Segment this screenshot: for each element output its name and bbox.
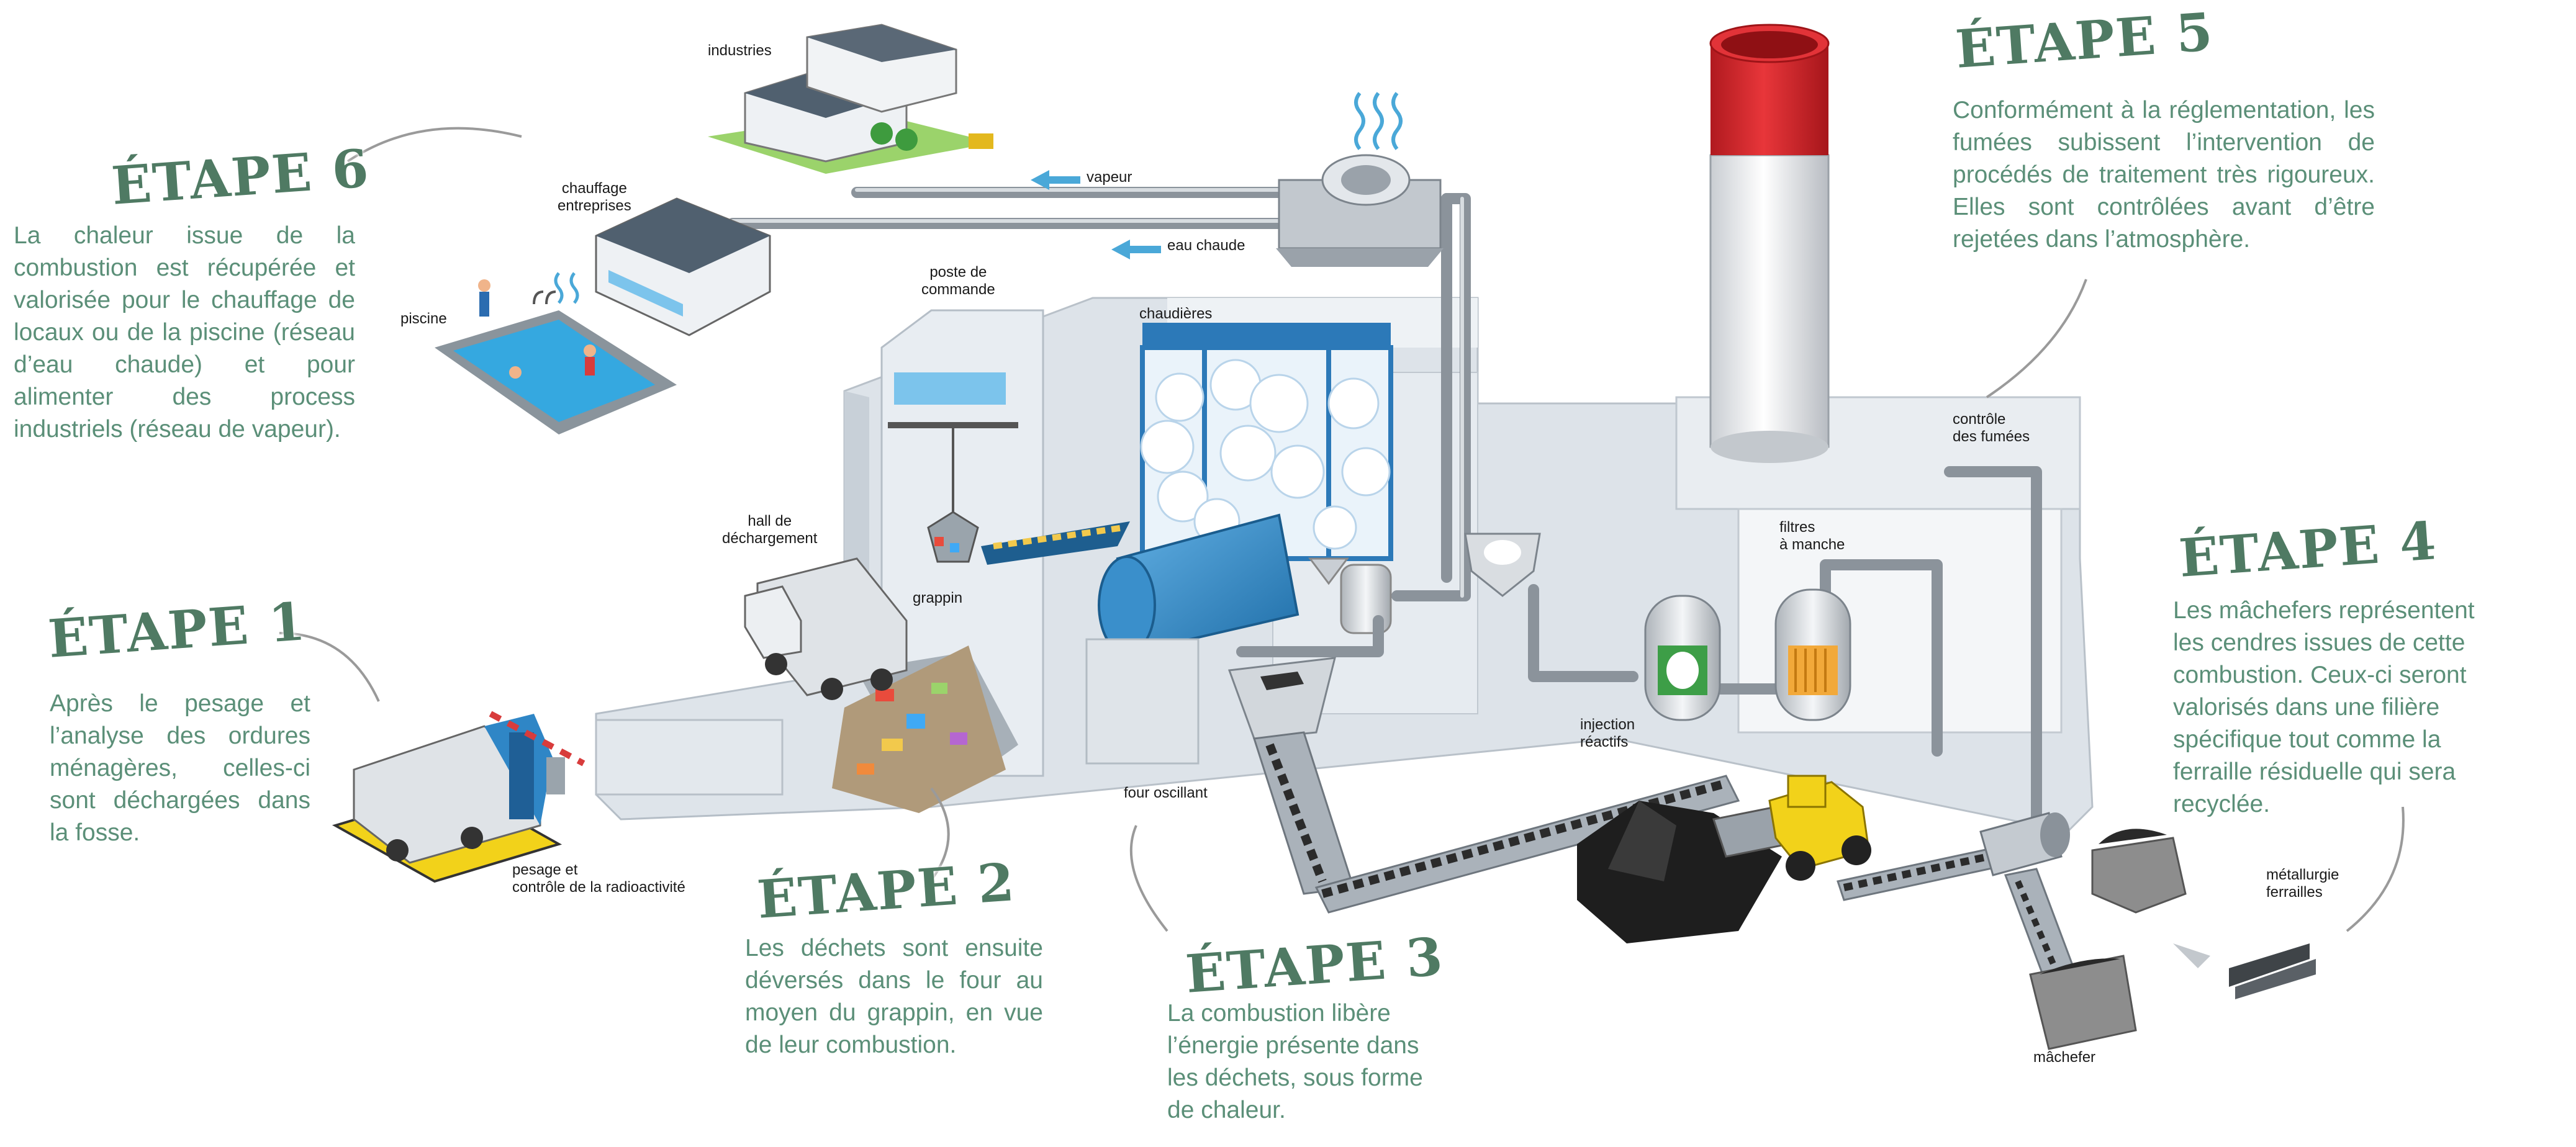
label-hall-line1: hall de [748, 513, 792, 529]
label-chauffage-line2: entreprises [558, 197, 631, 214]
label-chauffage-line1: chauffage [561, 180, 627, 197]
step6-text: La chaleur issue de la combustion est ré… [14, 222, 355, 443]
label-poste-line2: commande [921, 281, 995, 298]
step5-text: Conformément à la réglementation, les fu… [1953, 97, 2375, 253]
flow-arrows [1031, 170, 1161, 259]
label-filtres-line1: filtres [1779, 519, 1815, 536]
heat-exchanger [1276, 154, 1444, 267]
weighbridge [332, 711, 585, 883]
label-piscine: piscine [400, 310, 447, 327]
label-injection-line2: réactifs [1580, 734, 1629, 750]
chimney [1709, 24, 1830, 463]
label-injection-line1: injection [1580, 716, 1635, 733]
scrap-bin [2091, 829, 2187, 914]
label-grappin: grappin [913, 590, 963, 606]
label-metallurgie-line1: métallurgie [2266, 866, 2339, 883]
ash-hopper [1227, 657, 1336, 740]
label-hall-line2: déchargement [722, 530, 818, 547]
label-four-oscillant: four oscillant [1124, 785, 1208, 801]
label-chaudieres: chaudières [1139, 305, 1213, 322]
wheel-loader [1712, 775, 1871, 881]
ash-bin [2029, 955, 2137, 1050]
label-poste-commande: poste de commande [921, 264, 995, 299]
steam-icon [1354, 92, 1403, 150]
rotary-furnace [981, 513, 1299, 765]
label-controle-line2: des fumées [1953, 428, 2030, 445]
label-poste-line1: poste de [929, 264, 987, 281]
step-connector-curves [279, 127, 2405, 932]
reagent-injection-tank [1644, 595, 1721, 721]
step4-text: Les mâchefers représentent les cendres i… [2173, 597, 2475, 817]
reagent-silo [1464, 533, 1541, 597]
step2-text: Les déchets sont ensuite déversés dans l… [745, 935, 1043, 1058]
bag-filter [1774, 588, 1851, 721]
label-hall-dechargement: hall de déchargement [722, 513, 817, 547]
step3-text: La combustion libère l’énergie présente … [1167, 1000, 1423, 1123]
label-industries: industries [708, 42, 772, 59]
label-chauffage-entreprises: chauffage entreprises [558, 180, 631, 215]
label-metallurgie-ferrailles: métallurgie ferrailles [2266, 866, 2339, 901]
label-metallurgie-line2: ferrailles [2266, 884, 2323, 901]
label-injection-reactifs: injection réactifs [1580, 716, 1635, 751]
label-vapeur: vapeur [1087, 169, 1132, 186]
label-eau-chaude: eau chaude [1167, 237, 1245, 254]
label-pesage-line1: pesage et [512, 861, 578, 878]
office-building [595, 197, 771, 336]
pipes-highlight [731, 188, 1464, 598]
weighbridge-wall [595, 719, 784, 796]
swimming-pool [435, 272, 677, 434]
label-filtres-line2: à manche [1779, 536, 1845, 553]
label-controle-line1: contrôle [1953, 411, 2006, 428]
boilers [1140, 323, 1393, 634]
label-pesage: pesage et contrôle de la radioactivité [512, 861, 685, 896]
waste-pit [832, 645, 1006, 813]
label-pesage-line2: contrôle de la radioactivité [512, 879, 685, 896]
industries-building [708, 24, 993, 174]
metal-bars [2173, 943, 2316, 999]
sorting-conveyor [1837, 812, 2076, 976]
label-filtres-manche: filtres à manche [1779, 519, 1845, 554]
garbage-truck-hall [744, 557, 908, 700]
step1-text: Après le pesage et l’analyse des ordures… [50, 690, 310, 846]
label-machefer: mâchefer [2033, 1049, 2096, 1066]
label-controle-fumees: contrôle des fumées [1953, 411, 2030, 446]
